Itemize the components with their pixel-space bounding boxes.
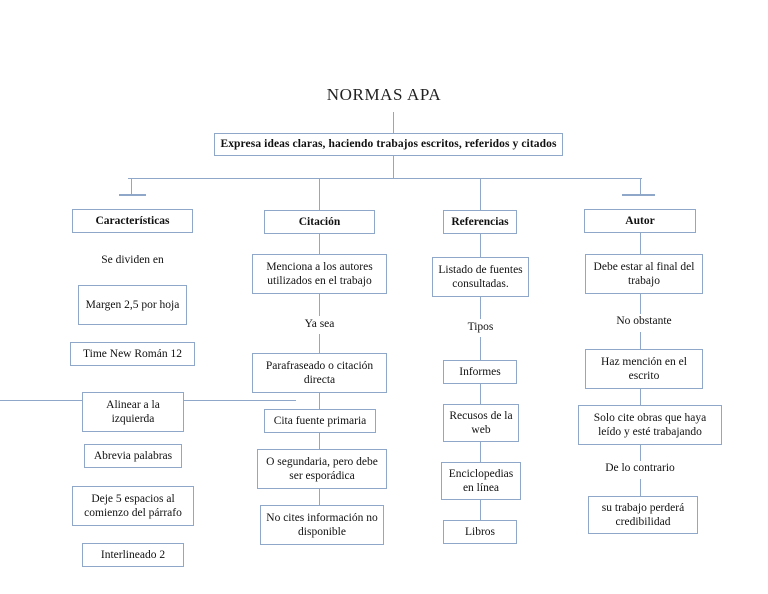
citacion-box-menciona: Menciona a los autores utilizados en el … xyxy=(252,254,387,294)
connector-bus-to-autor xyxy=(640,178,641,195)
referencias-box-listado: Listado de fuentes consultadas. xyxy=(432,257,529,297)
connector-bus-to-caracteristicas xyxy=(131,178,132,195)
citacion-label-ya-sea: Ya sea xyxy=(304,318,335,330)
autor-label-no-obstante: No obstante xyxy=(616,315,672,327)
caracteristicas-label-se-dividen-en: Se dividen en xyxy=(101,254,164,266)
banner-box: Expresa ideas claras, haciendo trabajos … xyxy=(214,133,563,156)
branch-header-citacion: Citación xyxy=(264,210,375,234)
connector-referencias-3 xyxy=(480,337,481,360)
connector-autor-5 xyxy=(640,445,641,461)
branch-header-referencias: Referencias xyxy=(443,210,517,234)
connector-autor-4 xyxy=(640,389,641,405)
connector-citacion-4 xyxy=(319,393,320,409)
citacion-box-cita-primaria: Cita fuente primaria xyxy=(264,409,376,433)
connector-autor-6 xyxy=(640,479,641,496)
stray-rule-right xyxy=(184,400,296,401)
referencias-box-informes: Informes xyxy=(443,360,517,384)
connector-referencias-5 xyxy=(480,442,481,462)
connector-title-to-banner xyxy=(393,112,394,134)
page-title: NORMAS APA xyxy=(326,85,442,104)
connector-banner-to-bus xyxy=(393,156,394,179)
caracteristicas-box-alinear: Alinear a la izquierda xyxy=(82,392,184,432)
connector-autor-3 xyxy=(640,332,641,349)
autor-box-final: Debe estar al final del trabajo xyxy=(585,254,703,294)
connector-bus-to-referencias xyxy=(480,178,481,210)
referencias-box-libros: Libros xyxy=(443,520,517,544)
connector-referencias-6 xyxy=(480,500,481,520)
citacion-box-parafraseado: Parafraseado o citación directa xyxy=(252,353,387,393)
connector-referencias-1 xyxy=(480,234,481,257)
caracteristicas-box-interlineado: Interlineado 2 xyxy=(82,543,184,567)
caracteristicas-box-fuente: Time New Román 12 xyxy=(70,342,195,366)
citacion-box-no-cites: No cites información no disponible xyxy=(260,505,384,545)
branch-header-caracteristicas: Características xyxy=(72,209,193,233)
citacion-box-segundaria: O segundaria, pero debe ser esporádica xyxy=(257,449,387,489)
connector-citacion-5 xyxy=(319,433,320,449)
referencias-label-tipos: Tipos xyxy=(467,321,494,333)
connector-referencias-2 xyxy=(480,297,481,319)
stray-rule-left xyxy=(0,400,82,401)
stub-caracteristicas xyxy=(119,194,146,196)
connector-autor-1 xyxy=(640,233,641,254)
connector-citacion-1 xyxy=(319,234,320,254)
branch-header-autor: Autor xyxy=(584,209,696,233)
autor-box-credibilidad: su trabajo perderá credibilidad xyxy=(588,496,698,534)
referencias-box-recursos: Recusos de la web xyxy=(443,404,519,442)
caracteristicas-box-margen: Margen 2,5 por hoja xyxy=(78,285,187,325)
connector-bus-to-citacion xyxy=(319,178,320,210)
autor-label-de-lo-contrario: De lo contrario xyxy=(605,462,675,474)
stub-autor xyxy=(622,194,655,196)
referencias-box-enciclopedias: Enciclopedias en línea xyxy=(441,462,521,500)
distribution-bus xyxy=(128,178,642,179)
connector-citacion-3 xyxy=(319,334,320,354)
connector-citacion-2 xyxy=(319,294,320,316)
connector-referencias-4 xyxy=(480,384,481,404)
connector-autor-2 xyxy=(640,294,641,314)
autor-box-mencion: Haz mención en el escrito xyxy=(585,349,703,389)
autor-box-solo-cite: Solo cite obras que haya leído y esté tr… xyxy=(578,405,722,445)
caracteristicas-box-abrevia: Abrevia palabras xyxy=(84,444,182,468)
caracteristicas-box-espacios: Deje 5 espacios al comienzo del párrafo xyxy=(72,486,194,526)
connector-citacion-6 xyxy=(319,489,320,505)
